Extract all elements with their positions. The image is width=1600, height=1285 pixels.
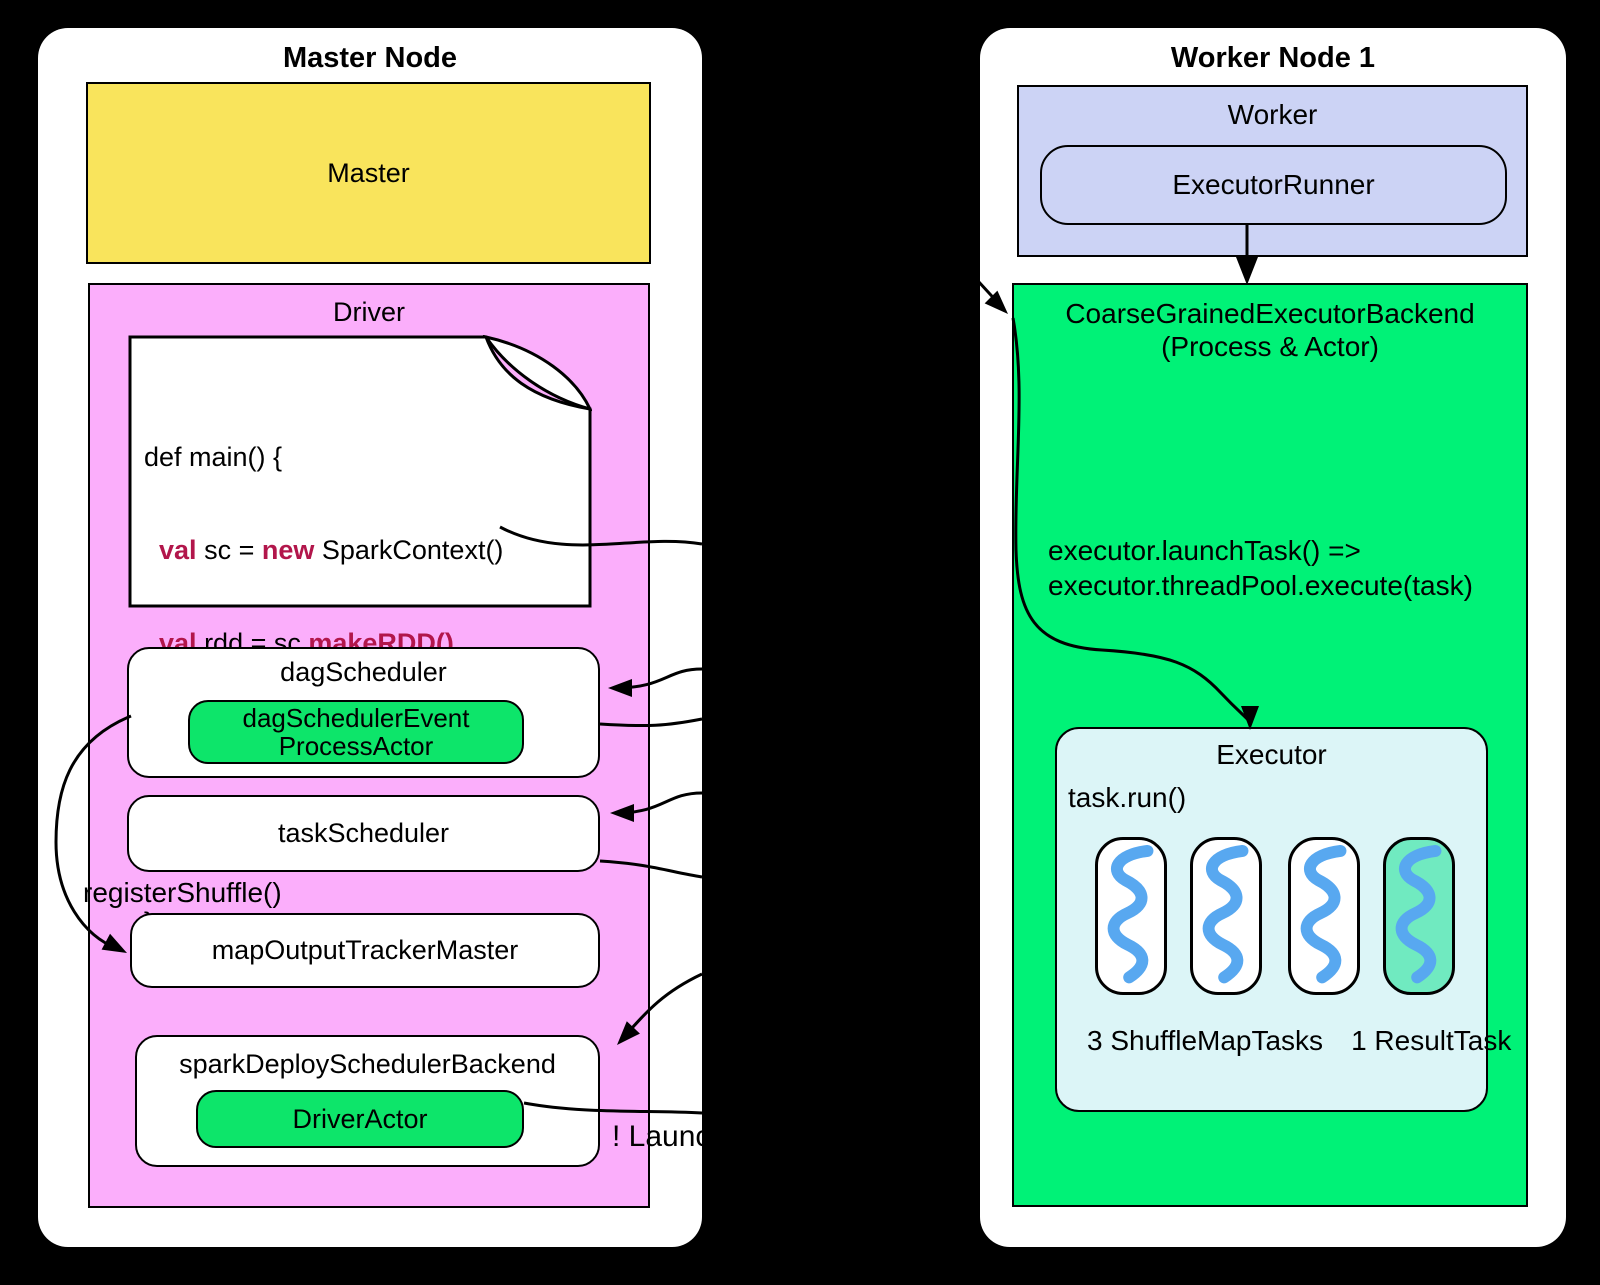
thread-icon (1288, 837, 1360, 995)
task-scheduler-box: taskScheduler (127, 795, 600, 872)
code-note-icon (128, 335, 592, 608)
worker-box-label: Worker (1227, 99, 1318, 130)
dag-scheduler-event-process-actor-box: dagSchedulerEvent ProcessActor (188, 700, 524, 764)
launch-task-label: ! Launc (612, 1120, 711, 1153)
backend-title-line2: (Process & Actor) (1161, 331, 1379, 362)
thread-count-labels: 3 ShuffleMapTasks 1 ResultTask (1087, 1025, 1511, 1057)
register-shuffle-label: registerShuffle() (83, 877, 282, 908)
map-output-tracker-label: mapOutputTrackerMaster (211, 935, 519, 965)
code-line: def main() { (144, 442, 283, 472)
driver-actor-box: DriverActor (196, 1090, 524, 1148)
map-output-tracker-master-box: mapOutputTrackerMaster (130, 913, 600, 988)
master-node-title: Master Node (282, 42, 458, 74)
launch-code-line1: executor.launchTask() => (1048, 535, 1361, 566)
executor-launch-code: executor.launchTask() => executor.thread… (1048, 533, 1473, 603)
master-box-label: Master (327, 157, 410, 188)
thread-icon (1095, 837, 1167, 995)
task-run-label: task.run() (1068, 782, 1187, 813)
executor-runner-label: ExecutorRunner (1172, 169, 1375, 200)
worker-node-title: Worker Node 1 (1170, 42, 1376, 74)
worker-node-container: Worker Node 1 Worker ExecutorRunner Coar… (980, 28, 1566, 1247)
task-scheduler-label: taskScheduler (277, 818, 450, 848)
driver-actor-label: DriverActor (292, 1103, 428, 1134)
executor-title: Executor (1216, 739, 1327, 770)
shuffle-map-tasks-label: 3 ShuffleMapTasks (1087, 1025, 1324, 1056)
executor-runner-box: ExecutorRunner (1040, 145, 1507, 225)
thread-icon (1190, 837, 1262, 995)
code-line: val sc = new SparkContext() (159, 535, 504, 565)
launch-code-line2: executor.threadPool.execute(task) (1048, 570, 1473, 601)
backend-title-line1: CoarseGrainedExecutorBackend (1065, 298, 1475, 329)
dag-scheduler-label: dagScheduler (280, 657, 447, 687)
spark-deploy-label: sparkDeploySchedulerBackend (179, 1049, 556, 1079)
master-node-container: Master Node Master Driver def main() { v… (38, 28, 710, 1247)
result-task-label: 1 ResultTask (1351, 1025, 1512, 1056)
dag-actor-line2: ProcessActor (278, 731, 434, 761)
master-box: Master (86, 82, 651, 264)
dag-actor-line1: dagSchedulerEvent (242, 703, 470, 733)
result-thread-icon (1383, 837, 1455, 995)
driver-title: Driver (333, 297, 405, 327)
